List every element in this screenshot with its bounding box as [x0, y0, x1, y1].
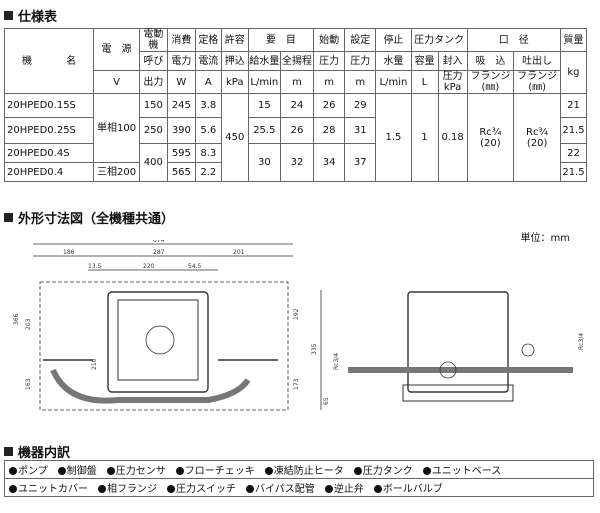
list-item: バイパス配管: [246, 480, 315, 495]
table-row: 20HPED0.25S 250 390 5.6 25.5 26 28 31 21…: [3, 117, 588, 144]
svg-text:210: 210: [91, 358, 98, 370]
list-item: 凍結防止ヒータ: [264, 462, 344, 477]
bullet-dot-icon: [246, 485, 254, 493]
bullet-dot-icon: [353, 467, 362, 475]
bullet-dot-icon: [373, 485, 382, 493]
table-row: 20HPED0.4 三相200 565 2.2 21.5: [3, 162, 588, 182]
bullet-dot-icon: [57, 467, 66, 475]
outline-drawing: 674 186 287 201 13.5 220 54.5 366 203 16…: [13, 240, 585, 411]
table-row: 20HPED0.15S 単相100 150 245 3.8 450 15 24 …: [3, 93, 588, 182]
list-item: ボールバルブ: [373, 480, 443, 495]
parts-row: ユニットカバー 相フランジ 圧力スイッチ バイパス配管 逆止弁 ボールバルブ: [5, 478, 593, 496]
parts-list: ポンプ 制御盤 圧力センサ フローチェッキ 凍結防止ヒータ 圧力タンク ユニット…: [4, 460, 594, 497]
list-item: フローチェッキ: [175, 462, 255, 477]
svg-text:13.5: 13.5: [88, 263, 102, 270]
svg-text:220: 220: [143, 263, 155, 270]
table-header-row: 機名 電 源 電動機 消費 定格 許容 要 目 始動 設定 停止 圧力タンク 口…: [3, 28, 588, 94]
list-item: ポンプ: [9, 462, 48, 477]
svg-text:674: 674: [153, 240, 165, 244]
bullet-dot-icon: [264, 467, 273, 475]
bullet-dot-icon: [167, 485, 175, 493]
svg-text:335: 335: [311, 343, 318, 355]
svg-text:Rc3/4: Rc3/4: [333, 353, 340, 370]
bullet-dot-icon: [9, 485, 17, 493]
svg-text:192: 192: [293, 308, 300, 320]
bullet-dot-icon: [98, 485, 106, 493]
list-item: ユニットカバー: [9, 480, 88, 495]
section-heading-dims: 外形寸法図（全機種共通）: [4, 208, 174, 227]
svg-text:287: 287: [153, 249, 165, 256]
header-model: 機名: [3, 28, 95, 94]
table-row: 20HPED0.4S 400 595 8.3 30 32 34 37 22: [3, 143, 588, 182]
list-item: 圧力タンク: [353, 462, 413, 477]
bullet-dot-icon: [175, 467, 184, 475]
svg-text:54.5: 54.5: [188, 263, 202, 270]
list-item: 圧力センサ: [106, 462, 166, 477]
section-heading-parts: 機器内訳: [4, 442, 70, 461]
square-bullet-icon: [4, 213, 13, 222]
bullet-dot-icon: [9, 467, 17, 475]
svg-text:65: 65: [323, 397, 330, 405]
svg-text:173: 173: [293, 378, 300, 390]
header-power-source: 電 源: [93, 28, 140, 71]
list-item: 相フランジ: [98, 480, 157, 495]
svg-text:203: 203: [25, 318, 32, 330]
list-item: 逆止弁: [324, 480, 364, 495]
svg-text:186: 186: [63, 249, 75, 256]
square-bullet-icon: [4, 447, 13, 456]
svg-text:163: 163: [25, 378, 32, 390]
list-item: ユニットベース: [422, 462, 501, 477]
table-header-row: 呼び 電力 電流 押込 給水量 全揚程 圧力 圧力 水量 容量 封入 吸 込 吐…: [5, 51, 588, 94]
svg-text:Rc3/4: Rc3/4: [578, 333, 585, 350]
list-item: 制御盤: [57, 462, 97, 477]
list-item: 圧力スイッチ: [167, 480, 236, 495]
svg-text:201: 201: [233, 249, 245, 256]
bullet-dot-icon: [422, 467, 431, 475]
spec-table: 機名 電 源 電動機 消費 定格 許容 要 目 始動 設定 停止 圧力タンク 口…: [3, 28, 588, 182]
section-heading-spec: 仕様表: [4, 6, 57, 25]
parts-row: ポンプ 制御盤 圧力センサ フローチェッキ 凍結防止ヒータ 圧力タンク ユニット…: [5, 461, 593, 478]
bullet-dot-icon: [324, 485, 333, 493]
square-bullet-icon: [4, 11, 13, 20]
svg-text:366: 366: [13, 313, 20, 325]
unit-label: 単位：mm: [520, 233, 570, 244]
bullet-dot-icon: [106, 467, 115, 475]
